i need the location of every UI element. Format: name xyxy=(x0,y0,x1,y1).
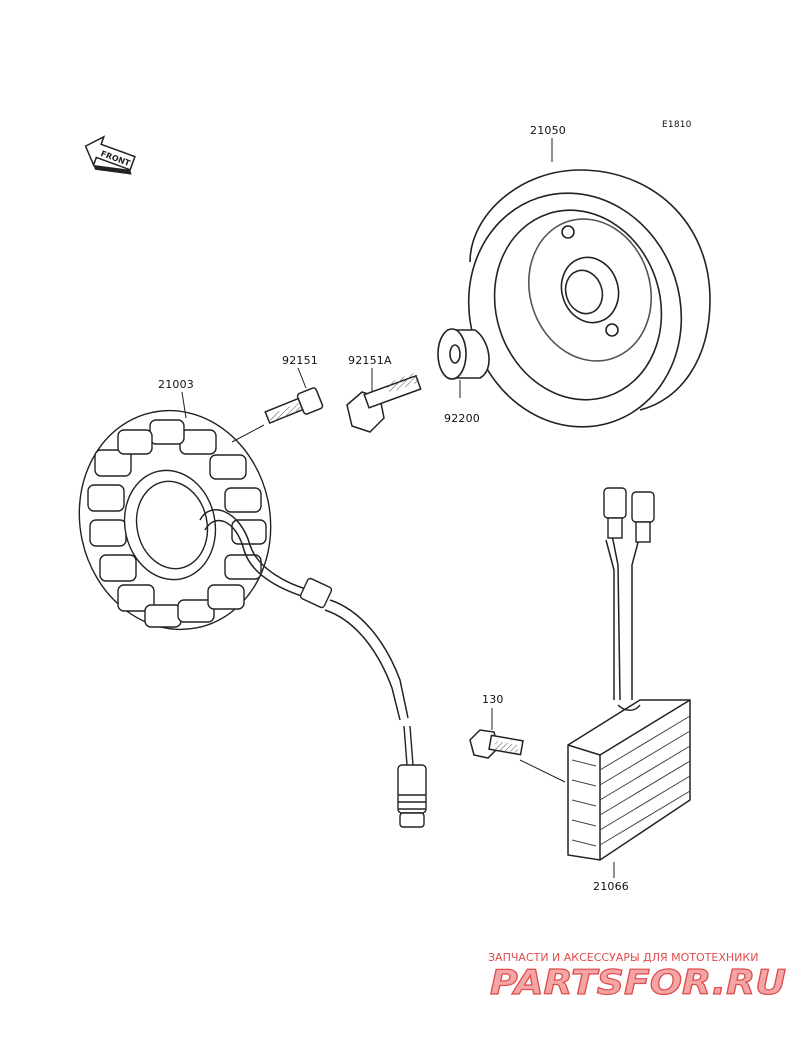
stator-connector xyxy=(397,725,427,828)
voltage-regulator xyxy=(567,699,691,861)
leader-lines xyxy=(181,138,615,878)
stator-wire xyxy=(199,509,409,721)
part-label-bolt-stator[interactable]: 92151 xyxy=(282,354,318,367)
bolt-stator xyxy=(264,387,324,425)
bolt-flange xyxy=(346,372,422,433)
front-arrow-icon: FRONT xyxy=(84,135,136,175)
watermark-logo-text: PARTSFOR.RU xyxy=(490,964,786,998)
part-label-flywheel[interactable]: 21050 xyxy=(530,124,566,137)
part-label-washer[interactable]: 92200 xyxy=(444,412,480,425)
regulator-connector xyxy=(603,487,655,543)
part-label-bolt-flange[interactable]: 92151A xyxy=(348,354,392,367)
regulator-wires xyxy=(605,534,641,701)
part-label-regulator[interactable]: 21066 xyxy=(593,880,629,893)
watermark-caption: ЗАПЧАСТИ И АКСЕССУАРЫ ДЛЯ МОТОТЕХНИКИ xyxy=(488,951,759,964)
wire-clamp xyxy=(299,577,333,609)
diagram-id: E1810 xyxy=(662,120,692,130)
part-label-stator[interactable]: 21003 xyxy=(158,378,194,391)
part-label-bolt-regulator[interactable]: 130 xyxy=(482,693,504,706)
stator-coil xyxy=(78,409,272,631)
flywheel-rotor xyxy=(467,169,711,428)
washer xyxy=(437,328,490,380)
watermark-logo: PARTSFOR.RU xyxy=(490,964,786,998)
bolt-regulator xyxy=(469,729,524,759)
